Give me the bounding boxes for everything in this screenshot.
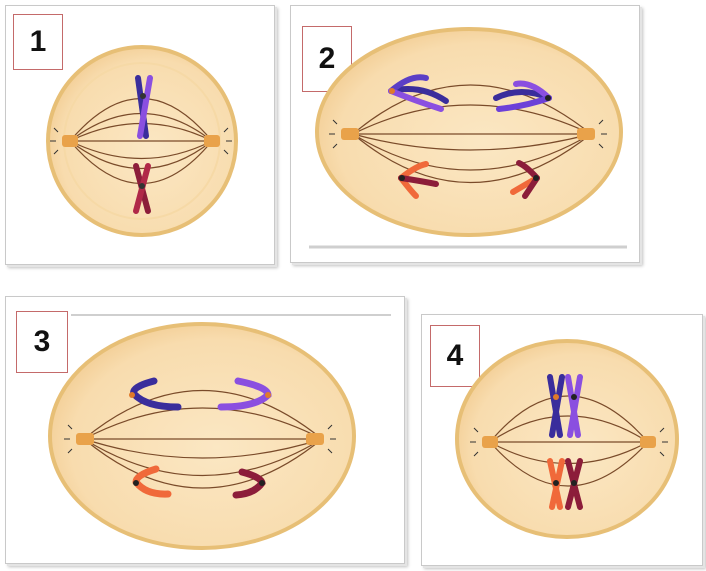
cell-diagram bbox=[6, 297, 406, 565]
cell-diagram bbox=[6, 6, 276, 266]
stage-panel-3: 3 bbox=[5, 296, 405, 564]
stage-panel-2: 2 bbox=[290, 5, 640, 263]
cell-membrane bbox=[317, 29, 621, 235]
cell-diagram bbox=[291, 6, 641, 264]
stage-panel-4: 4 bbox=[421, 314, 703, 566]
cell-diagram bbox=[422, 315, 704, 567]
stage-panel-1: 1 bbox=[5, 5, 275, 265]
